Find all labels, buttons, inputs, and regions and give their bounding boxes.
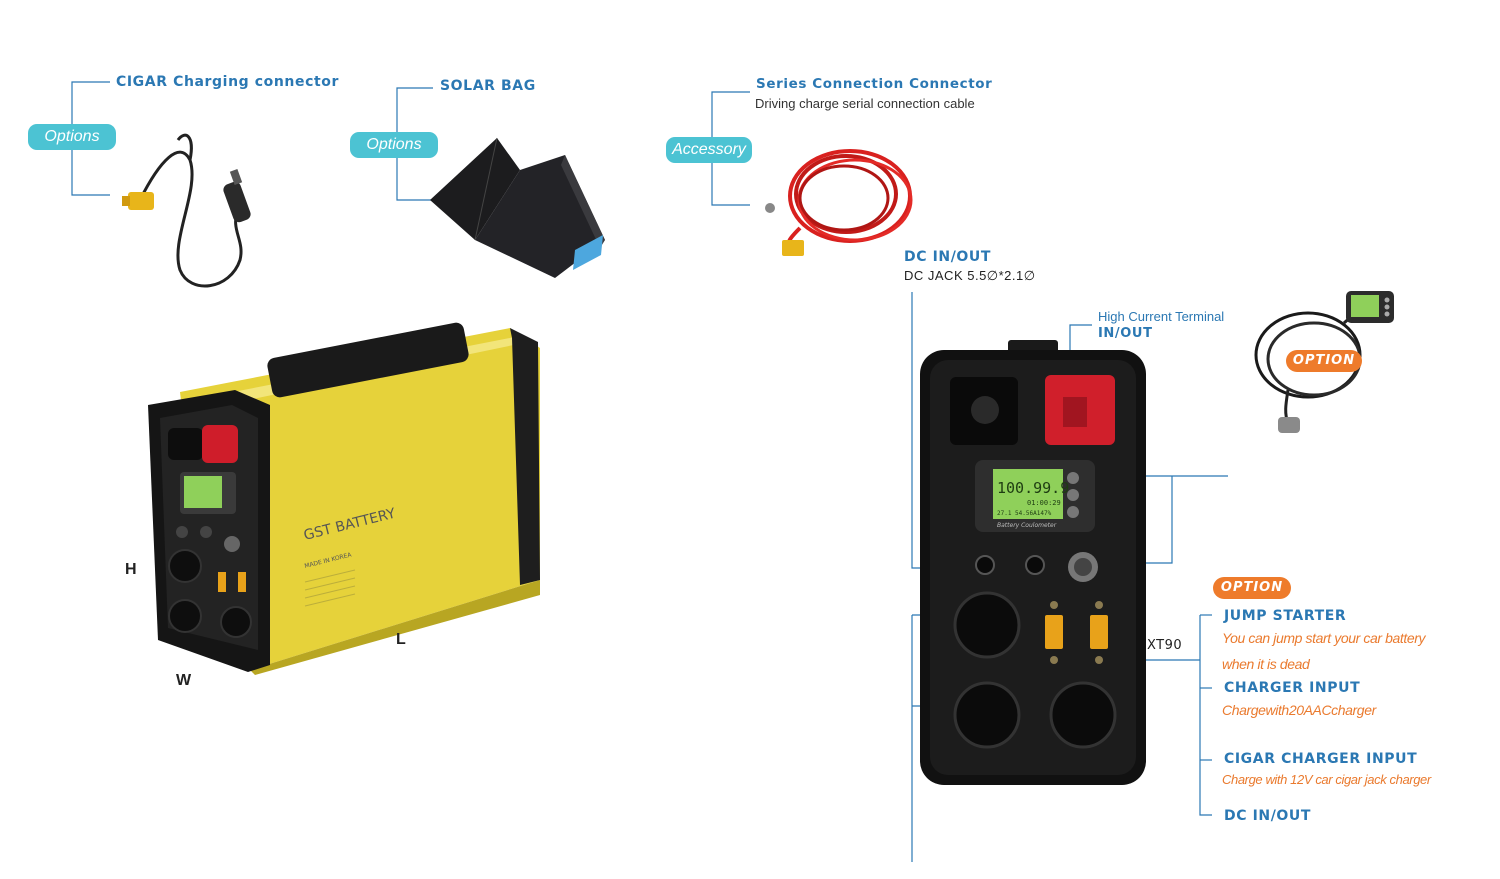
dc-top-subtitle: DC JACK 5.5∅*2.1∅ xyxy=(904,268,1036,283)
series-subtitle: Driving charge serial connection cable xyxy=(755,96,975,111)
accessory-pill-series: Accessory xyxy=(666,137,752,163)
meter-option-pill: OPTION xyxy=(1286,350,1362,372)
dimension-h: H xyxy=(125,561,137,578)
battery-product-image: GST BATTERY MADE IN KOREA xyxy=(148,322,540,675)
dimension-l: L xyxy=(396,631,406,648)
feature-title-cigar-charger: CIGAR CHARGER INPUT xyxy=(1224,751,1418,767)
series-title: Series Connection Connector xyxy=(756,76,993,92)
feature-title-charger-input: CHARGER INPUT xyxy=(1224,680,1361,696)
xt90-label: XT90 xyxy=(1147,638,1183,653)
feature-desc-jump-1: You can jump start your car battery xyxy=(1222,630,1426,646)
options-pill-solar: Options xyxy=(350,132,438,158)
series-cable-image xyxy=(765,149,913,256)
high-current-line2: IN/OUT xyxy=(1098,326,1153,341)
option-pill-features: OPTION xyxy=(1213,577,1291,599)
options-pill-cigar: Options xyxy=(28,124,116,150)
cigar-title: CIGAR Charging connector xyxy=(116,74,339,90)
display-small1: 01:00:29 xyxy=(1027,499,1061,507)
feature-desc-charger: Chargewith20AACcharger xyxy=(1222,702,1376,718)
solar-bag-image xyxy=(430,137,605,278)
solar-title: SOLAR BAG xyxy=(440,78,536,94)
dc-top-title: DC IN/OUT xyxy=(904,249,992,265)
high-current-line1: High Current Terminal xyxy=(1098,309,1225,324)
feature-desc-jump-2: when it is dead xyxy=(1222,656,1310,672)
front-panel-image: 100.99.9 01:00:29 27.1 54.56A147% Batter… xyxy=(920,340,1146,785)
display-label: Battery Coulometer xyxy=(997,522,1057,529)
display-small2: 27.1 54.56A147% xyxy=(997,510,1052,517)
cigar-cable-image xyxy=(122,133,251,288)
feature-title-dc-inout: DC IN/OUT xyxy=(1224,808,1312,824)
feature-title-jump-starter: JUMP STARTER xyxy=(1224,608,1347,624)
dimension-w: W xyxy=(176,672,192,689)
feature-desc-cigar: Charge with 12V car cigar jack charger xyxy=(1222,772,1431,787)
display-big: 100.99.9 xyxy=(997,479,1069,497)
